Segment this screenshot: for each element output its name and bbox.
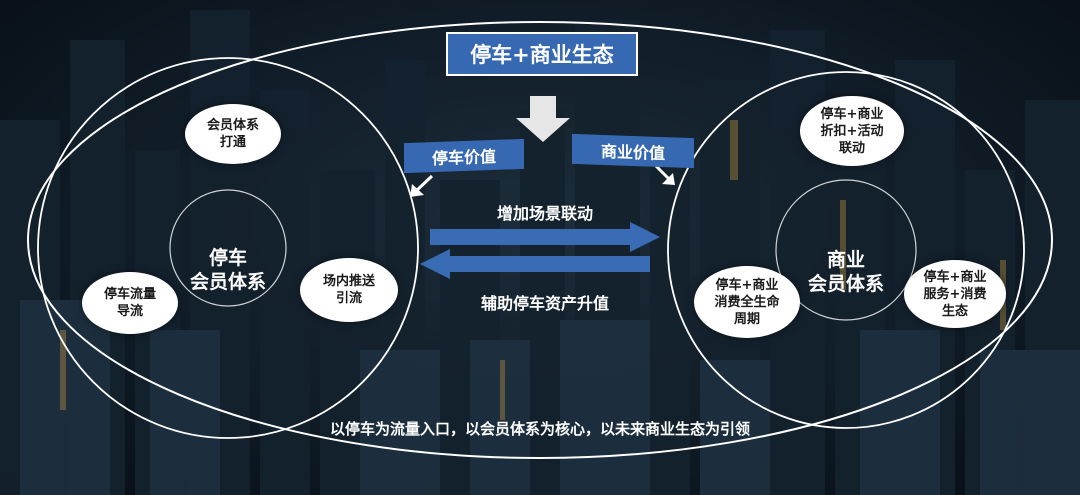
commerce-member-center: 商业 会员体系 bbox=[786, 224, 906, 296]
commerce-value-label: 商业价值 bbox=[600, 141, 665, 164]
node-discount-activity: 停车+商业 折扣+活动 联动 bbox=[800, 96, 904, 166]
parking-member-label: 停车 会员体系 bbox=[189, 247, 266, 293]
bottom-tagline: 以停车为流量入口，以会员体系为核心，以未来商业生态为引领 bbox=[329, 420, 750, 438]
node-onsite-push: 场内推送 引流 bbox=[300, 258, 398, 322]
asset-value-label: 辅助停车资产升值 bbox=[480, 294, 609, 313]
title-box: 停车+商业生态 bbox=[446, 32, 638, 76]
right-arrow-icon bbox=[630, 222, 660, 252]
commerce-member-label: 商业 会员体系 bbox=[807, 249, 884, 295]
scene-link-label: 增加场景联动 bbox=[496, 204, 593, 223]
node-consumer-lifecycle: 停车+商业 消费全生命 周期 bbox=[694, 266, 800, 338]
parking-member-center: 停车 会员体系 bbox=[170, 222, 286, 294]
down-arrow-icon bbox=[516, 96, 570, 142]
commerce-value-banner: 商业价值 bbox=[572, 133, 694, 169]
left-arrow-icon bbox=[420, 249, 450, 279]
node-member-sync: 会员体系 打通 bbox=[185, 104, 281, 164]
parking-value-label: 停车价值 bbox=[431, 146, 496, 169]
node-service-ecosystem: 停车+商业 服务+消费 生态 bbox=[904, 260, 1006, 328]
node-parking-traffic: 停车流量 导流 bbox=[82, 272, 178, 334]
parking-value-banner: 停车价值 bbox=[404, 138, 524, 174]
